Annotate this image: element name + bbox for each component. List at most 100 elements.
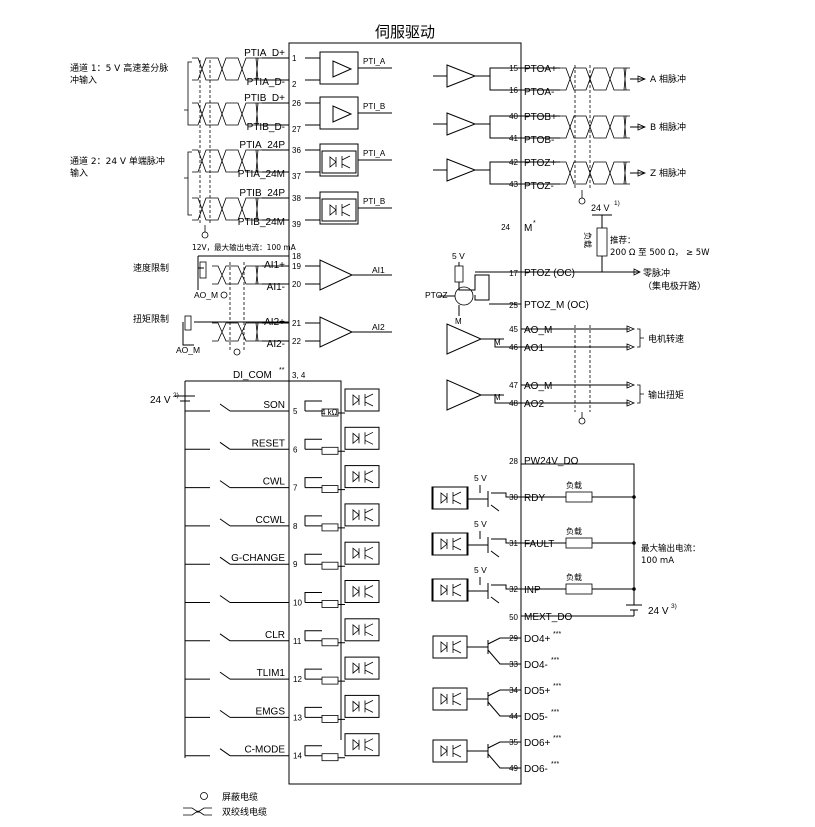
digital-output-label: FAULT xyxy=(524,539,554,550)
phototransistor-icon xyxy=(452,744,462,758)
wire xyxy=(305,197,321,221)
digital-input-optocoupler xyxy=(344,388,380,412)
twisted-pair-wire xyxy=(560,67,630,91)
arrow-icon xyxy=(626,325,636,351)
wire xyxy=(433,115,521,139)
analog-output-m-pin: 45 xyxy=(509,325,518,334)
digital-input-section: SON5RESET6CWL7CCWL8G-CHANGE910CLR11TLIM1… xyxy=(185,388,380,762)
analog-input-signal-minus: AI2- xyxy=(267,339,285,350)
analog-output-m-label: AO_M xyxy=(524,381,552,392)
pulse-input-signal-minus: PTIB_D- xyxy=(247,122,285,133)
input-resistor xyxy=(321,715,339,723)
m-pin-label: M xyxy=(524,223,532,234)
pw24v-do-pin: 28 xyxy=(509,457,518,466)
wire xyxy=(304,400,322,411)
pulse-input-signal-minus: PTIA_24M xyxy=(238,169,285,180)
digital-input-pin: 13 xyxy=(293,713,302,722)
phototransistor-icon xyxy=(452,692,462,706)
pulse-output-signal-plus: PTOB+ xyxy=(524,112,557,123)
led-icon xyxy=(329,156,337,168)
optocoupler-box xyxy=(344,733,380,757)
digital-input-optocoupler xyxy=(344,580,380,603)
analog-input-pin-plus: 19 xyxy=(292,262,301,271)
digital-input-optocoupler xyxy=(344,426,380,450)
digital-input-pin: 9 xyxy=(293,560,298,569)
pulse-output-signal-plus: PTOZ+ xyxy=(524,158,556,169)
diff-output-signal-plus: DO6+ xyxy=(524,738,551,749)
pulse-output-driver-icon xyxy=(446,158,477,182)
wire xyxy=(262,197,289,221)
wire xyxy=(185,633,289,642)
wire xyxy=(468,485,521,512)
load-label: 负载 xyxy=(566,480,582,490)
input-resistor xyxy=(321,638,339,647)
phototransistor-icon xyxy=(452,491,462,505)
analog-output-m-pin: 47 xyxy=(509,381,518,390)
wire xyxy=(521,328,630,348)
brace xyxy=(637,328,644,348)
ext-24v-sup: 3) xyxy=(671,603,677,610)
pulse-output-description: A 相脉冲 xyxy=(650,73,686,85)
analog-output-description: 输出扭矩 xyxy=(648,389,684,401)
led-icon xyxy=(352,547,360,560)
optocoupler-box xyxy=(432,532,468,556)
optocoupler-box xyxy=(344,503,380,527)
channel2-note-2: 输入 xyxy=(70,167,88,179)
pulse-output-description: B 相脉冲 xyxy=(650,121,686,133)
mext-do-pin: 50 xyxy=(509,613,518,622)
drive-box xyxy=(288,42,522,785)
optocoupler-box xyxy=(344,541,380,565)
output-optocoupler xyxy=(432,578,468,602)
wire xyxy=(304,592,322,603)
ptoz-load: 负载 xyxy=(583,232,593,248)
digital-input-label: EMGS xyxy=(256,706,286,717)
pulse-output-pin-plus: 15 xyxy=(509,64,518,73)
digital-input-optocoupler xyxy=(344,465,380,489)
di-com-pins: 3, 4 xyxy=(292,371,306,380)
wire xyxy=(467,741,521,769)
wire xyxy=(262,102,289,126)
pulse-input-pin-plus: 1 xyxy=(292,54,297,63)
wire xyxy=(521,115,560,139)
shield-symbol-icon xyxy=(200,792,208,800)
diff-output-pin-plus: 34 xyxy=(509,686,518,695)
pulse-output-signal-minus: PTOA- xyxy=(524,87,554,98)
ptoz-desc-2: （集电极开路） xyxy=(643,280,706,292)
ptoz-m-label: M xyxy=(455,317,462,326)
ptoz-supply: 24 V xyxy=(591,203,610,213)
led-icon xyxy=(440,492,448,504)
led-icon xyxy=(352,470,360,483)
max-current-2: 100 mA xyxy=(641,556,674,566)
diff-output-signal-minus: DO5- xyxy=(524,712,548,723)
pulse-input-pin-minus: 37 xyxy=(292,172,301,181)
input-resistor xyxy=(321,676,339,685)
ptoz-recommend-1: 推荐： xyxy=(610,235,636,246)
wire xyxy=(521,384,630,404)
wire xyxy=(262,322,289,342)
optocoupler-box xyxy=(344,618,380,642)
digital-input-optocoupler xyxy=(344,541,380,565)
phototransistor-icon xyxy=(364,700,374,713)
wire xyxy=(304,553,322,565)
diff-output-optocoupler xyxy=(432,635,468,659)
legend-shield: 屏蔽电缆 xyxy=(222,791,258,803)
diff-output-pin-plus: 29 xyxy=(509,634,518,643)
wire xyxy=(305,525,345,529)
ext-24v-label: 24 V xyxy=(648,606,669,617)
diff-output-signal-minus: DO4- xyxy=(524,660,548,671)
twisted-pair-wire xyxy=(192,149,262,173)
wire xyxy=(305,102,321,126)
wire xyxy=(305,640,345,644)
pulse-input-signal-plus: PTIB_D+ xyxy=(244,93,285,104)
pulse-output-driver-icon xyxy=(446,112,477,136)
phototransistor-icon xyxy=(452,537,462,551)
wire xyxy=(305,448,345,452)
analog-input-output: AI2 xyxy=(372,322,385,332)
load-resistor xyxy=(565,537,593,549)
drive-title: 伺服驱动 xyxy=(375,23,435,41)
left-24v-label: 24 V xyxy=(150,395,171,406)
digital-input-label: SON xyxy=(263,400,285,411)
